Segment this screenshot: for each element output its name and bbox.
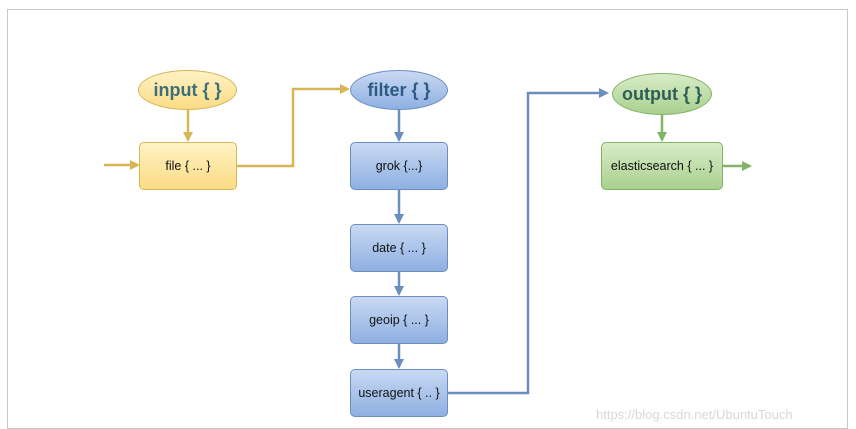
elasticsearch-label: elasticsearch { ... } (610, 159, 714, 173)
output-label: output { } (622, 83, 702, 104)
filter-label: filter { } (367, 79, 431, 100)
useragent-node: useragent { .. } (350, 369, 448, 417)
date-node: date { ... } (350, 224, 448, 272)
geoip-label: geoip { ... } (369, 313, 429, 327)
file-node: file { ... } (139, 142, 237, 190)
input-node: input { } (138, 70, 237, 110)
grok-label: grok {...} (375, 159, 423, 173)
useragent-to-output-arrow (447, 88, 609, 395)
watermark: https://blog.csdn.net/UbuntuTouch (596, 407, 793, 422)
grok-node: grok {...} (350, 142, 448, 190)
geoip-node: geoip { ... } (350, 296, 448, 344)
file-to-filter-arrow (237, 84, 350, 168)
filter-node: filter { } (350, 70, 448, 110)
output-node: output { } (612, 73, 712, 115)
date-label: date { ... } (372, 241, 426, 255)
elasticsearch-node: elasticsearch { ... } (601, 142, 723, 190)
useragent-label: useragent { .. } (358, 386, 440, 400)
input-label: input { } (153, 79, 222, 100)
file-label: file { ... } (165, 159, 211, 173)
